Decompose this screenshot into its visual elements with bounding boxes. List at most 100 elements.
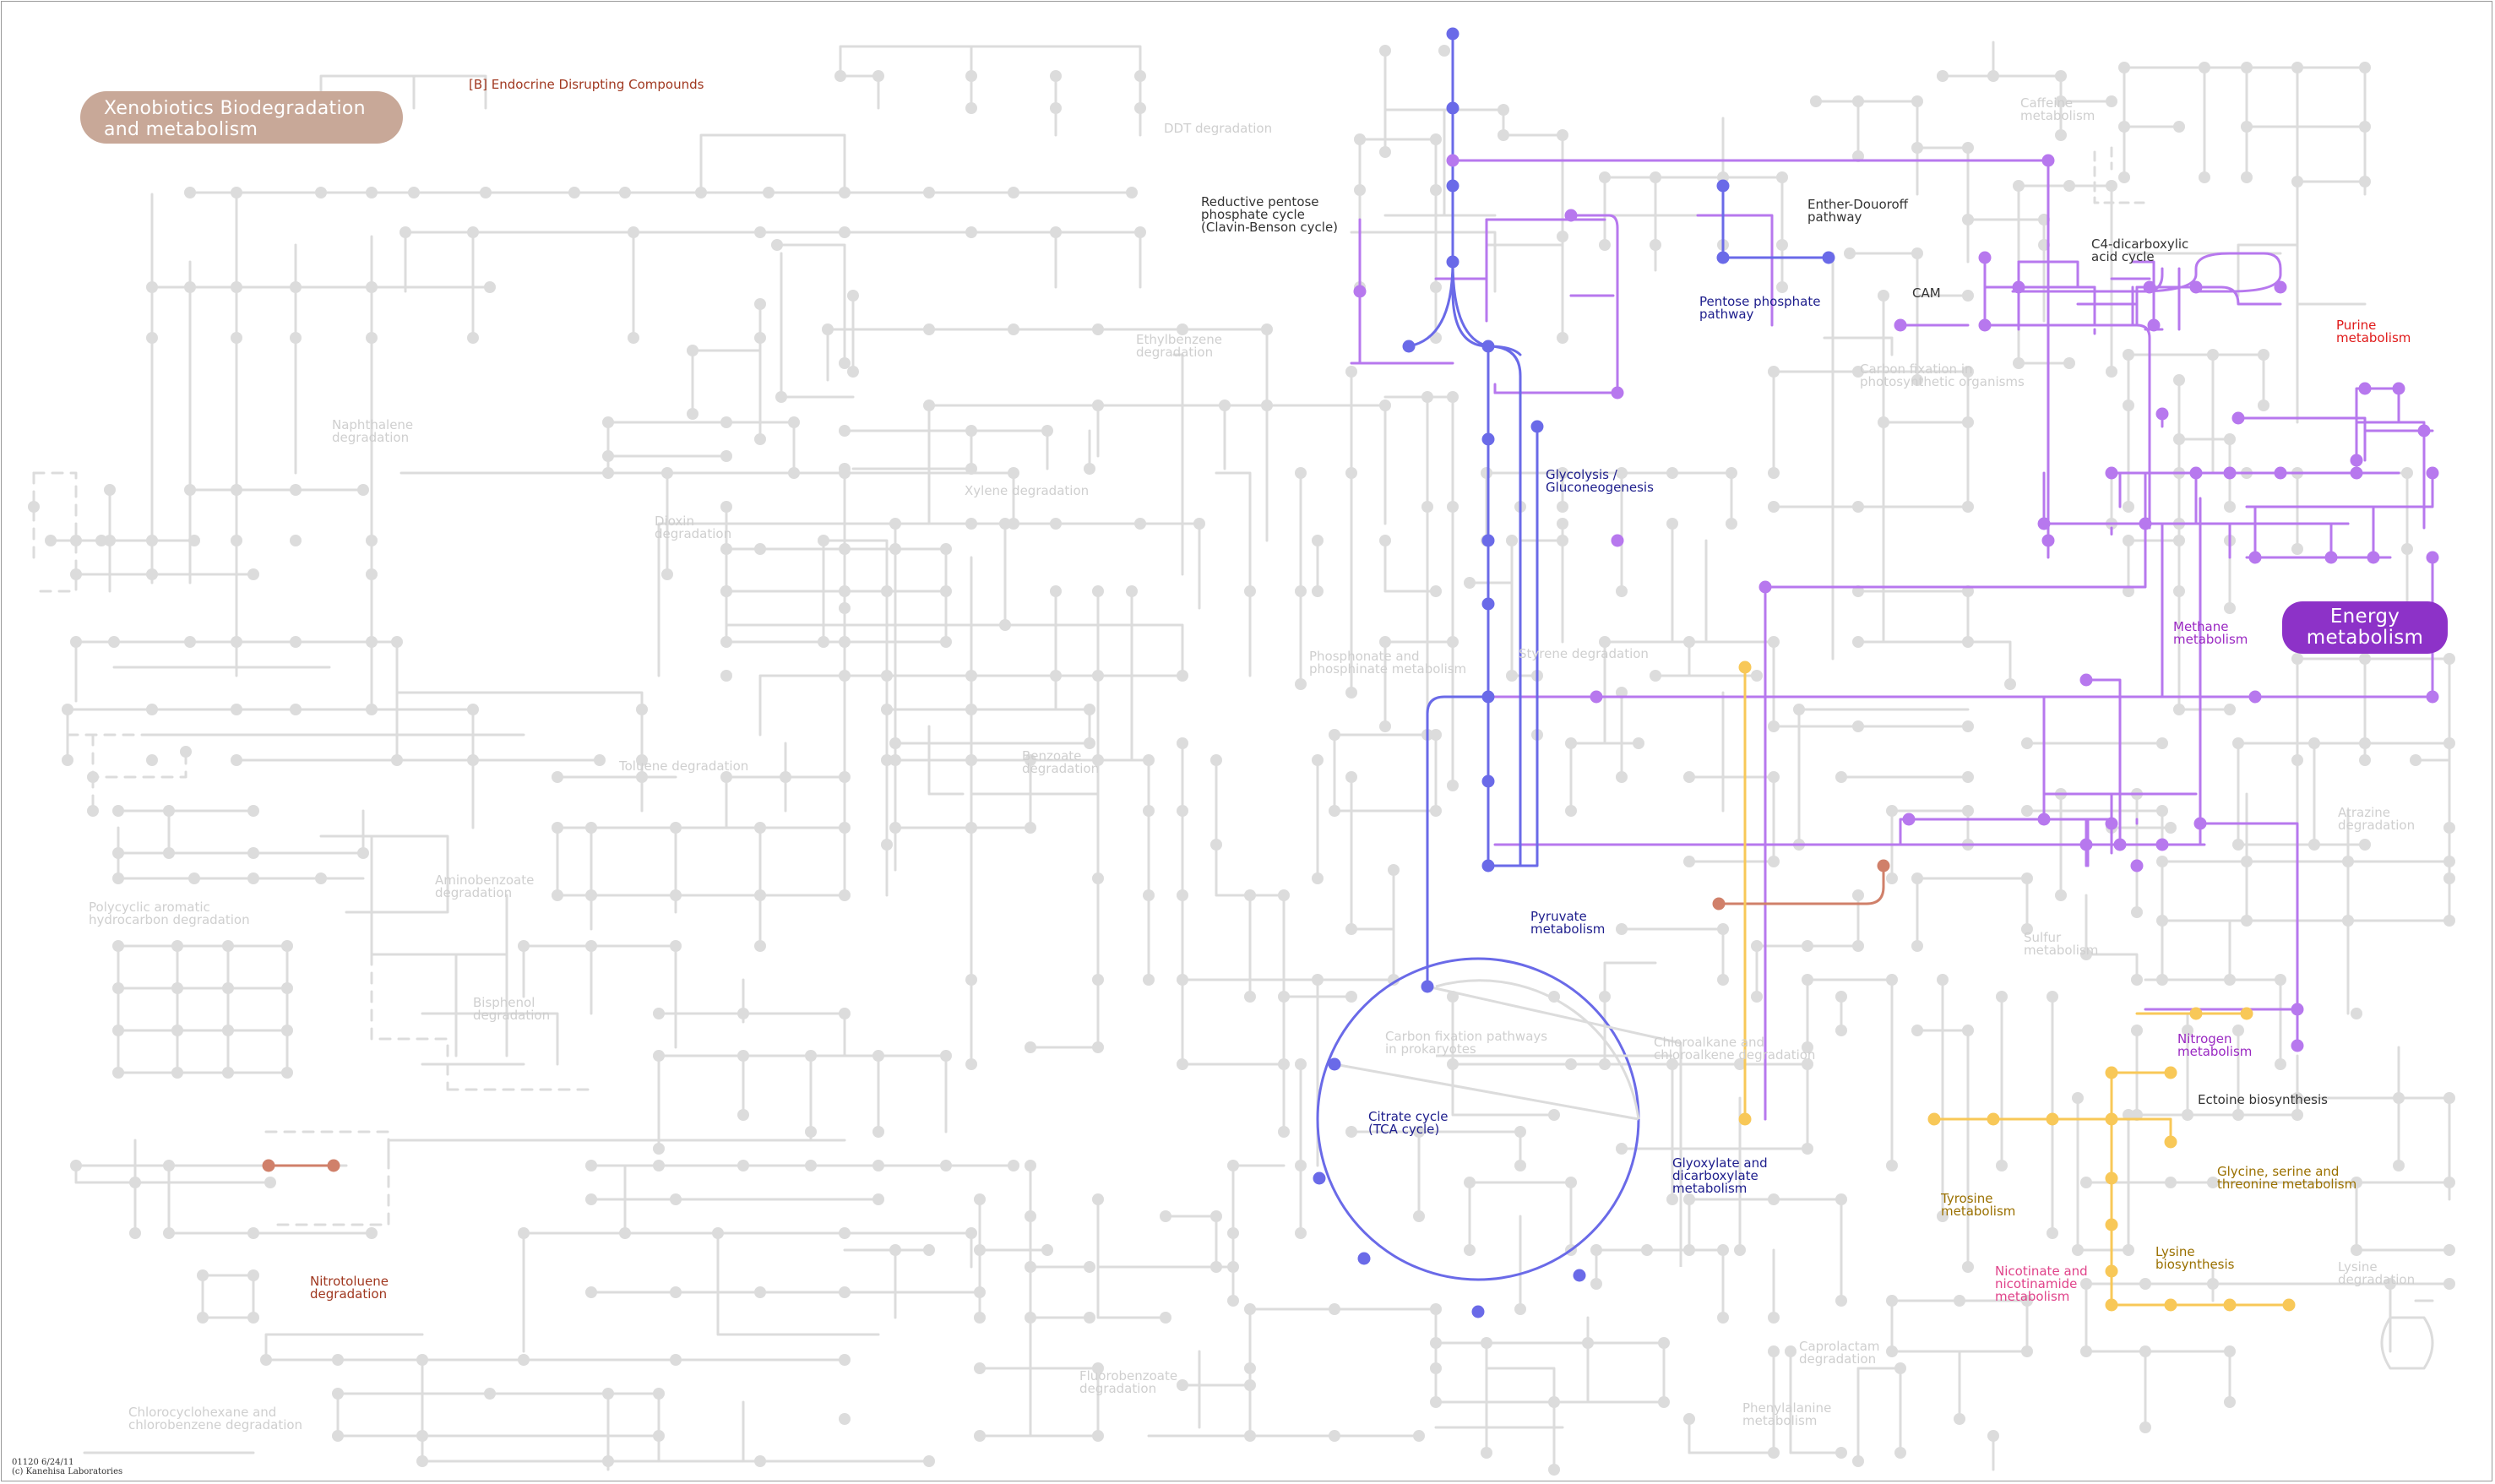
pathway-node[interactable] bbox=[2080, 1177, 2092, 1188]
pathway-node[interactable] bbox=[1413, 1430, 1425, 1442]
pathway-node[interactable] bbox=[653, 1160, 665, 1171]
pathway-node[interactable] bbox=[1557, 535, 1568, 546]
highlighted-pathway-node[interactable] bbox=[2291, 1039, 2304, 1052]
pathway-node[interactable] bbox=[1379, 146, 1391, 158]
pathway-node[interactable] bbox=[1768, 636, 1780, 648]
pathway-node[interactable] bbox=[1413, 1126, 1425, 1138]
label-lysine-deg[interactable]: Lysine degradation bbox=[2338, 1259, 2416, 1287]
pathway-node[interactable] bbox=[1143, 974, 1155, 986]
pathway-node[interactable] bbox=[1430, 281, 1442, 293]
pathway-node[interactable] bbox=[1008, 1160, 1019, 1171]
pathway-node[interactable] bbox=[1084, 704, 1095, 715]
pathway-node[interactable] bbox=[2139, 1421, 2151, 1433]
highlighted-pathway-node[interactable] bbox=[2037, 517, 2051, 530]
pathway-node[interactable] bbox=[1092, 1362, 1104, 1374]
pathway-node[interactable] bbox=[222, 940, 234, 952]
pathway-node[interactable] bbox=[1244, 889, 1256, 901]
pathway-node[interactable] bbox=[1278, 1058, 1290, 1070]
label-cam[interactable]: CAM bbox=[1912, 285, 1941, 301]
pathway-node[interactable] bbox=[775, 391, 787, 403]
pathway-node[interactable] bbox=[1802, 1058, 1813, 1070]
highlighted-pathway-node[interactable] bbox=[1357, 1252, 1371, 1265]
pathway-node[interactable] bbox=[1464, 1177, 1476, 1188]
pathway-node[interactable] bbox=[1599, 171, 1611, 183]
pathway-node[interactable] bbox=[2410, 754, 2422, 766]
pathway-node[interactable] bbox=[1244, 1379, 1256, 1391]
label-pah[interactable]: Polycyclic aromatic hydrocarbon degradat… bbox=[89, 900, 250, 927]
pathway-node[interactable] bbox=[231, 704, 242, 715]
pathway-node[interactable] bbox=[357, 484, 369, 496]
pathway-node[interactable] bbox=[2123, 400, 2134, 411]
pathway-node[interactable] bbox=[1911, 1025, 1923, 1036]
pathway-node[interactable] bbox=[974, 1244, 986, 1256]
pathway-node[interactable] bbox=[2080, 1278, 2092, 1290]
highlighted-pathway-node[interactable] bbox=[2248, 551, 2262, 564]
pathway-node[interactable] bbox=[1616, 771, 1628, 783]
pathway-node[interactable] bbox=[2359, 653, 2371, 665]
pathway-node[interactable] bbox=[366, 568, 378, 580]
pathway-node[interactable] bbox=[636, 771, 648, 783]
pathway-node[interactable] bbox=[1379, 535, 1391, 546]
pathway-node[interactable] bbox=[180, 746, 192, 758]
highlighted-pathway-node[interactable] bbox=[2164, 1298, 2177, 1312]
pathway-node[interactable] bbox=[1514, 1303, 1526, 1315]
highlighted-pathway-node[interactable] bbox=[2223, 1298, 2237, 1312]
pathway-node[interactable] bbox=[2291, 653, 2303, 665]
pathway-node[interactable] bbox=[585, 889, 597, 901]
pathway-node[interactable] bbox=[1962, 805, 1974, 817]
pathway-node[interactable] bbox=[754, 226, 766, 238]
pathway-node[interactable] bbox=[754, 1286, 766, 1298]
pathway-node[interactable] bbox=[1590, 1278, 1602, 1290]
highlighted-pathway-node[interactable] bbox=[1481, 690, 1495, 704]
pathway-node[interactable] bbox=[965, 102, 977, 114]
pathway-node[interactable] bbox=[2182, 1025, 2193, 1036]
pathway-node[interactable] bbox=[2047, 1227, 2058, 1239]
pathway-node[interactable] bbox=[2359, 754, 2371, 766]
pathway-node[interactable] bbox=[1802, 974, 1813, 986]
pathway-node[interactable] bbox=[839, 1354, 851, 1366]
pathway-node[interactable] bbox=[1025, 1210, 1036, 1222]
pathway-node[interactable] bbox=[1244, 991, 1256, 1003]
pathway-node[interactable] bbox=[1886, 974, 1898, 986]
label-phosphonate[interactable]: Phosphonate and phosphinate metabolism bbox=[1309, 649, 1467, 677]
highlighted-pathway-node[interactable] bbox=[2426, 551, 2439, 564]
highlighted-pathway-node[interactable] bbox=[1421, 980, 1434, 993]
pathway-node[interactable] bbox=[480, 187, 492, 198]
highlighted-pathway-node[interactable] bbox=[1481, 859, 1495, 872]
pathway-node[interactable] bbox=[416, 1430, 428, 1442]
pathway-node[interactable] bbox=[2173, 704, 2185, 715]
pathway-node[interactable] bbox=[112, 872, 124, 884]
pathway-node[interactable] bbox=[2224, 1396, 2236, 1408]
pathway-node[interactable] bbox=[281, 1067, 293, 1079]
pathway-node[interactable] bbox=[805, 1126, 817, 1138]
highlighted-pathway-node[interactable] bbox=[1446, 154, 1459, 167]
pathway-node[interactable] bbox=[1008, 187, 1019, 198]
pathway-node[interactable] bbox=[146, 568, 158, 580]
pathway-node[interactable] bbox=[2131, 1025, 2143, 1036]
pathway-node[interactable] bbox=[1421, 391, 1433, 403]
xenobiotics-category-pill[interactable]: Xenobiotics Biodegradation and metabolis… bbox=[80, 91, 403, 144]
pathway-node[interactable] bbox=[1717, 1312, 1729, 1324]
pathway-node[interactable] bbox=[1008, 518, 1019, 530]
pathway-node[interactable] bbox=[839, 425, 851, 437]
pathway-node[interactable] bbox=[872, 70, 884, 82]
pathway-node[interactable] bbox=[1041, 425, 1053, 437]
pathway-node[interactable] bbox=[822, 323, 834, 335]
pathway-node[interactable] bbox=[1852, 636, 1864, 648]
pathway-node[interactable] bbox=[2291, 62, 2303, 73]
pathway-node[interactable] bbox=[670, 822, 682, 834]
pathway-node[interactable] bbox=[2173, 374, 2185, 386]
pathway-node[interactable] bbox=[1210, 754, 1222, 766]
pathway-node[interactable] bbox=[290, 535, 302, 546]
pathway-node[interactable] bbox=[1329, 805, 1340, 817]
pathway-node[interactable] bbox=[2359, 176, 2371, 188]
label-lysine-bio[interactable]: Lysine biosynthesis bbox=[2155, 1244, 2235, 1272]
pathway-node[interactable] bbox=[1565, 737, 1577, 749]
pathway-node[interactable] bbox=[889, 543, 901, 555]
pathway-node[interactable] bbox=[2173, 585, 2185, 597]
label-atrazine[interactable]: Atrazine degradation bbox=[2338, 805, 2416, 833]
pathway-node[interactable] bbox=[1134, 518, 1146, 530]
pathway-node[interactable] bbox=[112, 847, 124, 859]
pathway-node[interactable] bbox=[1548, 1464, 1560, 1476]
pathway-node[interactable] bbox=[1835, 771, 1847, 783]
